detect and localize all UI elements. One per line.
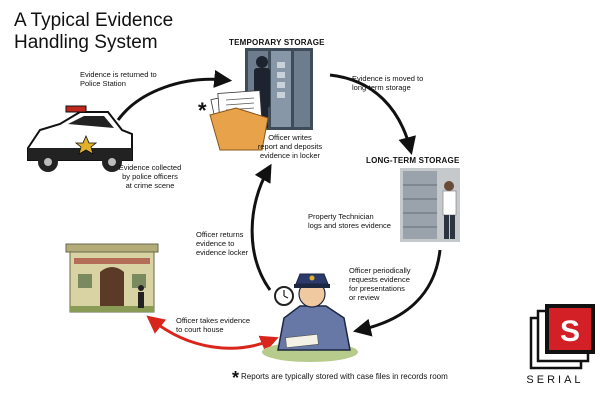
- page-title: A Typical Evidence Handling System: [14, 10, 174, 53]
- footnote: *Reports are typically stored with case …: [232, 368, 448, 389]
- temporary-storage-caption: Officer writes report and deposits evide…: [257, 133, 323, 160]
- temporary-storage-heading: TEMPORARY STORAGE: [229, 38, 325, 47]
- arrow-requests-evidence: [352, 249, 442, 337]
- crime-scene-caption: Evidence collected by police officers at…: [118, 163, 182, 190]
- police-car-illustration: [27, 105, 133, 172]
- long-term-storage-heading: LONG-TERM STORAGE: [366, 156, 460, 165]
- long-term-storage-photo: [400, 168, 460, 242]
- temporary-storage-photo: [245, 48, 313, 130]
- arrow-to-court-house: [146, 315, 279, 353]
- arrow-returned-to-station: [116, 69, 233, 121]
- arrow-returns-evidence: [250, 163, 272, 291]
- footnote-text: Reports are typically stored with case f…: [241, 372, 448, 381]
- edge-label-returns-evidence: Officer returns evidence to evidence loc…: [196, 230, 249, 257]
- asterisk-marker: *: [198, 98, 207, 123]
- edge-label-to-court-house: Officer takes evidence to court house: [176, 316, 251, 334]
- edge-label-moved-to-long-term: Evidence is moved to long-term storage: [352, 74, 424, 92]
- folder-icon: [209, 90, 269, 151]
- court-house-illustration: [65, 243, 159, 313]
- long-term-storage-caption: Property Technician logs and stores evid…: [308, 212, 391, 230]
- edge-label-requests-evidence: Officer periodically requests evidence f…: [349, 266, 411, 302]
- footnote-asterisk: *: [232, 368, 240, 388]
- arrow-moved-to-long-term: [329, 73, 416, 155]
- police-officer-illustration: [262, 273, 358, 362]
- edge-label-returned-to-station: Evidence is returned to Police Station: [80, 70, 157, 88]
- serial-logo-icon: S: [529, 304, 595, 370]
- serial-wordmark: SERIAL: [526, 374, 584, 386]
- svg-text:S: S: [560, 315, 580, 348]
